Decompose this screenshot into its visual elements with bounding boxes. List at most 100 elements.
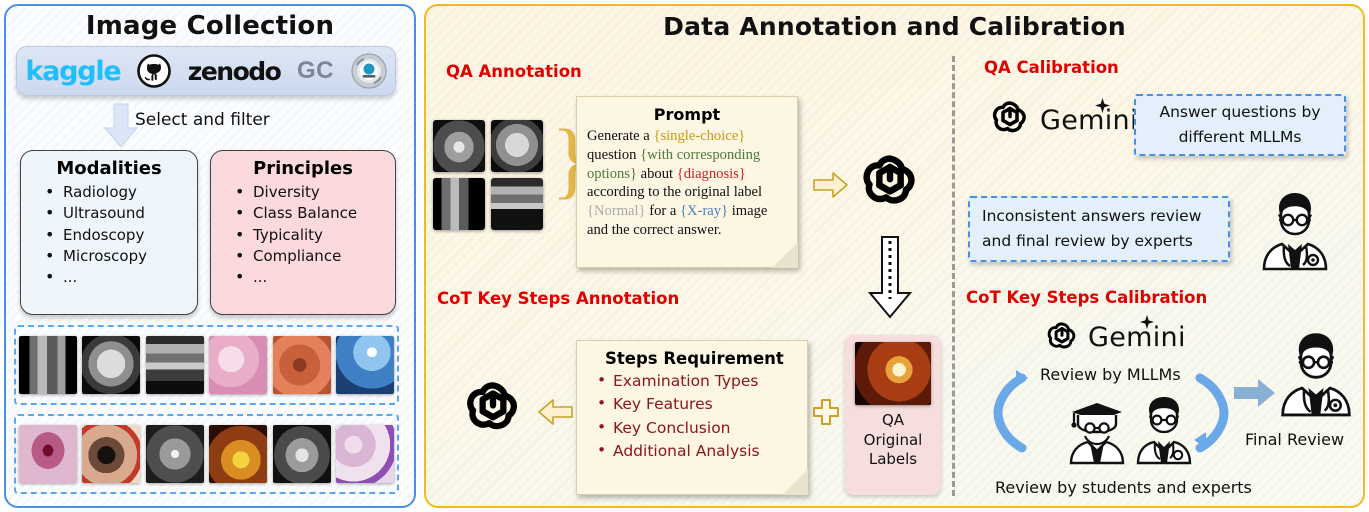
right-panel-title: Data Annotation and Calibration bbox=[663, 12, 1126, 41]
openai-logo bbox=[456, 375, 530, 449]
prompt-seg-xray: {X-ray} bbox=[680, 203, 729, 220]
modalities-card: Modalities Radiology Ultrasound Endoscop… bbox=[20, 150, 198, 315]
prompt-note: Prompt Generate a {single-choice} questi… bbox=[576, 96, 798, 268]
callout-line: Answer questions by bbox=[1159, 102, 1321, 121]
thumb-fundus-angiography bbox=[145, 425, 204, 483]
thumb-ct-abdomen bbox=[433, 178, 485, 230]
arrow-curve-right-icon bbox=[1190, 372, 1234, 454]
prompt-seg: question bbox=[587, 146, 641, 163]
prompt-seg-single-choice: {single-choice} bbox=[653, 128, 746, 144]
modalities-list: Radiology Ultrasound Endoscopy Microscop… bbox=[21, 181, 197, 289]
thumb-mri-brain bbox=[82, 336, 141, 394]
steps-requirement-list: Examination Types Key Features Key Concl… bbox=[591, 369, 799, 463]
gemini-logo: Gemini bbox=[1040, 105, 1138, 136]
gemini-logo: Gemini bbox=[1088, 322, 1186, 353]
thumb-fundus-retina bbox=[855, 342, 931, 405]
section-qa-calibration: QA Calibration bbox=[984, 58, 1119, 77]
kaggle-logo: kaggle bbox=[25, 55, 121, 87]
list-item: Endoscopy bbox=[43, 224, 197, 247]
openai-logo bbox=[985, 96, 1035, 146]
callout-inconsistent-answers: Inconsistent answers review and final re… bbox=[968, 196, 1230, 262]
qa-label-line-1: QA bbox=[881, 411, 905, 429]
thumb-endoscopy-colon bbox=[272, 336, 331, 394]
thumb-dermoscopy bbox=[18, 425, 77, 483]
caption-review-students: Review by students and experts bbox=[995, 478, 1252, 497]
data-sources-strip: kaggle zenodo GC bbox=[16, 46, 396, 96]
list-item: Ultrasound bbox=[43, 202, 197, 225]
thumb-ultrasound bbox=[145, 336, 204, 394]
thumb-histopathology bbox=[209, 336, 268, 394]
section-qa-annotation: QA Annotation bbox=[446, 62, 582, 81]
steps-requirement-title: Steps Requirement bbox=[605, 349, 784, 368]
thumb-fundus-retina bbox=[209, 425, 268, 483]
list-item: ... bbox=[43, 266, 197, 289]
thumb-mri-brain bbox=[491, 120, 543, 172]
doctor-icon bbox=[1276, 330, 1356, 417]
thumbnail-row-1 bbox=[14, 325, 399, 405]
prompt-seg: image and the correct answer. bbox=[587, 203, 768, 239]
openai-logo bbox=[1041, 318, 1083, 360]
thumb-chest-xray bbox=[272, 425, 331, 483]
gemini-sparkle-icon bbox=[1140, 315, 1154, 329]
caption-review-mllms: Review by MLLMs bbox=[1040, 365, 1181, 384]
prompt-seg: for a bbox=[645, 203, 681, 220]
caption-final-review: Final Review bbox=[1245, 430, 1345, 449]
list-item: Diversity bbox=[233, 181, 395, 204]
arrow-left-gold-icon bbox=[538, 399, 573, 425]
thumb-endoscopy-blue bbox=[336, 336, 395, 394]
expert-icon bbox=[1135, 394, 1193, 465]
callout-answer-questions: Answer questions by different MLLMs bbox=[1134, 94, 1346, 156]
thumb-ultrasound bbox=[491, 178, 543, 230]
list-item: Additional Analysis bbox=[591, 439, 799, 463]
callout-line: and final review by experts bbox=[982, 232, 1193, 250]
student-icon bbox=[1068, 398, 1126, 465]
prompt-seg-diagnosis: {diagnosis} bbox=[676, 165, 746, 182]
gc-logo: GC bbox=[297, 57, 334, 84]
callout-line: Inconsistent answers review bbox=[982, 206, 1202, 225]
qa-label-line-3: Labels bbox=[868, 450, 918, 468]
list-item: Key Features bbox=[591, 392, 799, 416]
arrow-right-gold-icon bbox=[813, 172, 848, 198]
github-logo bbox=[137, 54, 171, 88]
callout-line: different MLLMs bbox=[1178, 128, 1302, 146]
plus-icon bbox=[812, 398, 840, 426]
qa-original-labels-card: QA Original Labels bbox=[845, 335, 941, 495]
list-item: Compliance bbox=[233, 245, 395, 268]
arrow-curve-left-icon bbox=[988, 370, 1032, 454]
list-item: Microscopy bbox=[43, 245, 197, 268]
arrow-down-outline-icon bbox=[867, 236, 913, 319]
list-item: Typicality bbox=[233, 224, 395, 247]
principles-card: Principles Diversity Class Balance Typic… bbox=[210, 150, 396, 315]
zenodo-logo: zenodo bbox=[187, 56, 282, 86]
list-item: ... bbox=[233, 266, 395, 289]
gemini-sparkle-icon bbox=[1095, 98, 1110, 113]
prompt-seg-options: {with corresponding options} bbox=[587, 146, 761, 182]
thumb-chest-xray bbox=[433, 120, 485, 172]
section-cot-calibration: CoT Key Steps Calibration bbox=[966, 288, 1208, 307]
doctor-icon bbox=[1258, 190, 1332, 271]
steps-requirement-note: Steps Requirement Examination Types Key … bbox=[576, 340, 808, 495]
list-item: Key Conclusion bbox=[591, 415, 799, 440]
thumb-eye-photo bbox=[82, 425, 141, 483]
prompt-seg-normal: {Normal} bbox=[587, 203, 646, 220]
tcia-logo bbox=[351, 53, 387, 89]
principles-list: Diversity Class Balance Typicality Compl… bbox=[211, 181, 395, 289]
prompt-title: Prompt bbox=[653, 105, 721, 124]
prompt-seg: Generate a bbox=[587, 128, 654, 144]
prompt-seg: according to the original label bbox=[587, 184, 763, 201]
select-filter-arrow-icon bbox=[103, 103, 139, 148]
modalities-title: Modalities bbox=[56, 158, 162, 179]
qa-source-images bbox=[433, 120, 543, 230]
left-panel-title: Image Collection bbox=[85, 11, 335, 41]
list-item: Examination Types bbox=[591, 369, 799, 393]
select-filter-caption: Select and filter bbox=[135, 110, 270, 130]
section-cot-annotation: CoT Key Steps Annotation bbox=[437, 289, 680, 308]
qa-original-labels-text: QA Original Labels bbox=[864, 411, 923, 470]
thumb-blood-smear bbox=[336, 425, 395, 483]
vertical-divider bbox=[952, 56, 955, 496]
thumb-ct-abdomen bbox=[18, 336, 77, 394]
qa-label-line-2: Original bbox=[863, 430, 923, 449]
thumbnail-row-2 bbox=[14, 414, 399, 494]
prompt-body: Generate a {single-choice} question {wit… bbox=[587, 127, 787, 240]
